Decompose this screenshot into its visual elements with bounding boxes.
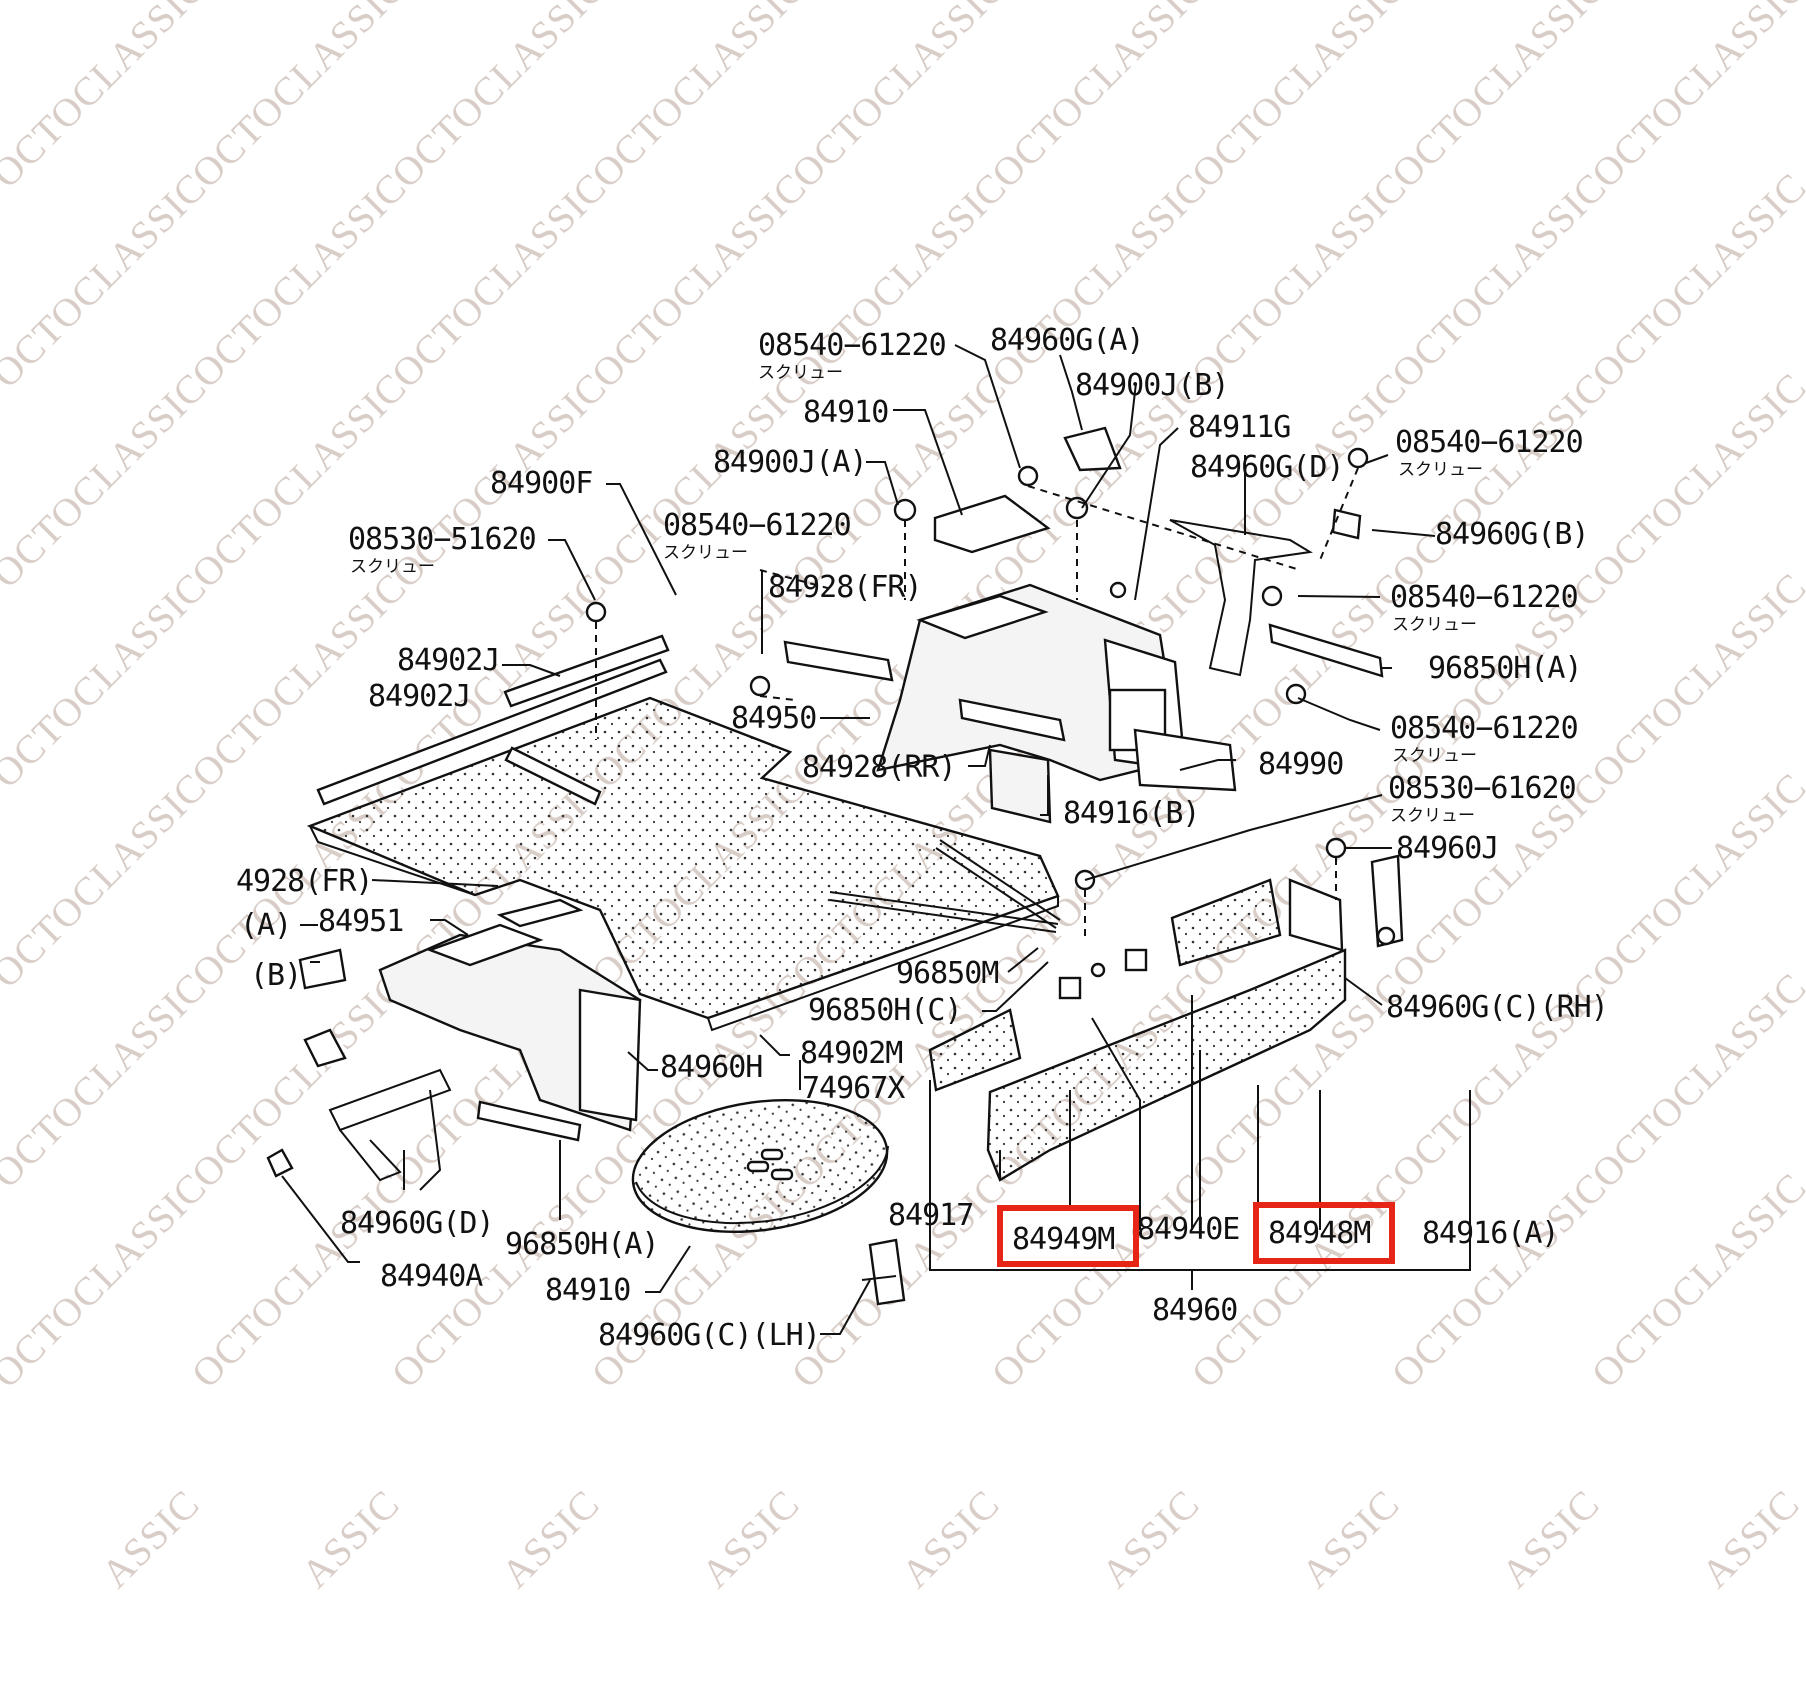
label-84960GC-RH: 84960G(C)(RH)	[1386, 990, 1608, 1025]
label-84951: 84951	[318, 904, 403, 939]
watermark-text: ASSIC	[93, 1481, 209, 1597]
watermark-text: ASSIC	[1693, 1481, 1806, 1597]
highlight-box-84949M	[997, 1205, 1139, 1267]
label-08540-61220-top: 08540−61220	[758, 328, 946, 363]
label-84960GC-LH: 84960G(C)(LH)	[598, 1318, 820, 1353]
part-labels: 08540−61220 スクリュー 84960G(A) 84900J(B) 84…	[236, 323, 1609, 1353]
label-84949M: 84949M	[1012, 1222, 1114, 1257]
label-84940E: 84940E	[1137, 1212, 1239, 1247]
label-84902J-1: 84902J	[397, 643, 499, 678]
label-84900F: 84900F	[490, 466, 592, 501]
label-84960GD-bottom: 84960G(D)	[340, 1206, 494, 1241]
rear-trim-84960	[928, 854, 1404, 1182]
label-84960J: 84960J	[1396, 831, 1498, 866]
label-screw-right1: スクリュー	[1398, 460, 1483, 480]
label-84917: 84917	[888, 1198, 973, 1233]
watermark-text: OCTOCLASSIC	[1583, 0, 1806, 196]
watermark-text: OCTOCLASSIC	[0, 964, 215, 1196]
label-08540-61220-right1: 08540−61220	[1395, 425, 1583, 460]
label-84902J-2: 84902J	[368, 679, 470, 714]
watermark-text: OCTOCLASSIC	[1583, 964, 1806, 1196]
label-84911G: 84911G	[1188, 410, 1290, 445]
watermark-text: OCTOCLASSIC	[183, 964, 415, 1196]
dashed-assembly-lines	[595, 467, 1359, 940]
label-84928RR: 84928(RR)	[802, 750, 956, 785]
label-84948M: 84948M	[1268, 1216, 1370, 1251]
label-08530-51620: 08530−51620	[348, 522, 536, 557]
watermark-text: OCTOCLASSIC	[0, 1164, 215, 1396]
watermark-text: OCTOCLASSIC	[1583, 764, 1806, 996]
label-84960GA: 84960G(A)	[990, 323, 1144, 358]
watermark-text: OCTOCLASSIC	[1183, 164, 1415, 396]
label-screw-right3: スクリュー	[1392, 746, 1477, 766]
leader-lines	[281, 344, 1471, 1335]
watermark-text: OCTOCLASSIC	[0, 764, 215, 996]
label-screw-right2: スクリュー	[1392, 615, 1477, 635]
watermark-text: ASSIC	[1293, 1481, 1409, 1597]
watermark-text: OCTOCLASSIC	[1583, 1164, 1806, 1396]
watermark-text: OCTOCLASSIC	[0, 364, 215, 596]
label-08540-61220-right2: 08540−61220	[1390, 580, 1578, 615]
watermark-text: OCTOCLASSIC	[0, 164, 215, 396]
watermark-text: OCTOCLASSIC	[1583, 364, 1806, 596]
bracket-84960GC-LH	[861, 1238, 906, 1306]
watermark-text: OCTOCLASSIC	[383, 164, 615, 396]
watermark-text: ASSIC	[493, 1481, 609, 1597]
label-96850HA-top: 96850H(A)	[1428, 651, 1582, 686]
floor-mat	[306, 696, 1060, 1032]
watermark-text: OCTOCLASSIC	[0, 564, 215, 796]
highlight-box-84948M	[1253, 1202, 1395, 1264]
label-screw-mid: スクリュー	[663, 543, 748, 563]
label-84916A: 84916(A)	[1422, 1216, 1559, 1251]
label-screw-top: スクリュー	[758, 363, 843, 383]
label-4928FR: 4928(FR)	[236, 864, 373, 899]
label-84960GB: 84960G(B)	[1435, 517, 1589, 552]
watermark-text: ASSIC	[293, 1481, 409, 1597]
watermark-text: ASSIC	[1493, 1481, 1609, 1597]
trim-strip-84902J	[316, 634, 670, 806]
label-84910-top: 84910	[803, 395, 888, 430]
left-side-trim-assembly	[266, 898, 642, 1191]
rear-bar-96850M	[829, 839, 1061, 933]
watermark-text: ASSIC	[1093, 1481, 1209, 1597]
tire-cover-84910	[631, 1098, 889, 1234]
center-storage-assembly	[585, 426, 1384, 891]
watermark-text: OCTOCLASSIC	[1383, 364, 1615, 596]
watermark-text: ASSIC	[893, 1481, 1009, 1597]
label-A: (A)	[240, 908, 291, 943]
label-08530-61620: 08530−61620	[1388, 771, 1576, 806]
watermark-text: OCTOCLASSIC	[1383, 1164, 1615, 1396]
watermark-text: OCTOCLASSIC	[983, 1164, 1215, 1396]
label-96850HC: 96850H(C)	[808, 993, 962, 1028]
label-84950: 84950	[731, 701, 816, 736]
watermark-text: OCTOCLASSIC	[1183, 1164, 1415, 1396]
label-84928FR-top: 84928(FR)	[768, 570, 922, 605]
label-84902M: 84902M	[800, 1036, 902, 1071]
label-84900JA: 84900J(A)	[713, 445, 867, 480]
label-74967X: 74967X	[802, 1071, 905, 1106]
label-screw-right4: スクリュー	[1390, 806, 1475, 826]
label-screw-left: スクリュー	[350, 557, 435, 577]
label-08540-61220-mid: 08540−61220	[663, 508, 851, 543]
label-96850HA-bottom: 96850H(A)	[505, 1227, 659, 1262]
watermark-text: OCTOCLASSIC	[1583, 564, 1806, 796]
watermark-text: OCTOCLASSIC	[183, 164, 415, 396]
watermark-text: OCTOCLASSIC	[1583, 164, 1806, 396]
label-96850M: 96850M	[896, 956, 998, 991]
label-B: (B)	[250, 958, 301, 993]
label-84916B: 84916(B)	[1063, 796, 1200, 831]
label-84960: 84960	[1152, 1293, 1237, 1328]
watermark-text: OCTOCLASSIC	[983, 164, 1215, 396]
watermark-text: OCTOCLASSIC	[1383, 164, 1615, 396]
label-84990: 84990	[1258, 747, 1343, 782]
watermark-text: ASSIC	[693, 1481, 809, 1597]
label-84940A: 84940A	[380, 1259, 483, 1294]
label-84960H: 84960H	[660, 1050, 762, 1085]
label-84910-bottom: 84910	[545, 1273, 630, 1308]
label-84900JB: 84900J(B)	[1075, 368, 1229, 403]
label-84960GD-top: 84960G(D)	[1190, 450, 1344, 485]
label-08540-61220-right3: 08540−61220	[1390, 711, 1578, 746]
